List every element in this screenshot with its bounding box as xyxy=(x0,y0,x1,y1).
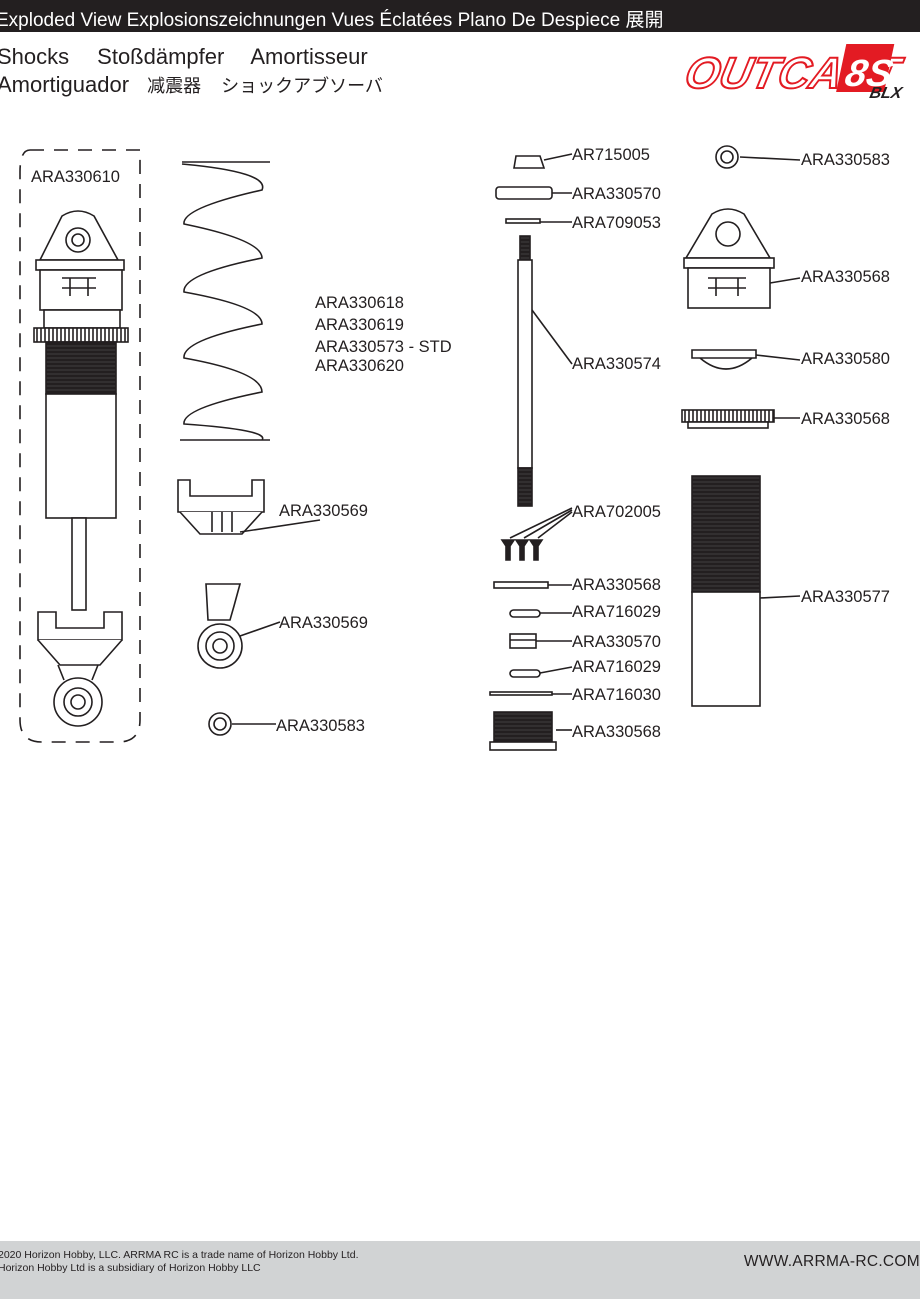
piston-plate xyxy=(493,581,549,589)
exploded-diagram xyxy=(19,145,801,751)
subtitle-fr: Amortisseur xyxy=(250,44,368,69)
label-bladder: ARA330580 xyxy=(801,350,890,368)
label-nut: AR715005 xyxy=(572,146,650,164)
label-spacer-mid: ARA330570 xyxy=(572,633,661,651)
label-oring-1: ARA716029 xyxy=(572,603,661,621)
subtitle-en: Shocks xyxy=(0,44,70,69)
label-collar: ARA330568 xyxy=(801,410,890,428)
spacer-mid xyxy=(509,633,537,649)
subtitle-row-1: Shocks Stoßdämpfer Amortisseur xyxy=(0,44,368,70)
label-screws: ARA702005 xyxy=(572,503,661,521)
subtitle-es: Amortiguador xyxy=(0,72,130,97)
bottom-cap xyxy=(489,711,557,751)
label-spring-cup: ARA330569 xyxy=(279,502,368,520)
copyright: 2020 Horizon Hobby, LLC. ARRMA RC is a t… xyxy=(0,1249,358,1275)
subtitle-de: Stoßdämpfer xyxy=(97,44,225,69)
bushing-left xyxy=(208,712,232,736)
screws xyxy=(500,539,544,561)
label-washer-top: ARA709053 xyxy=(572,214,661,232)
label-washer-bottom: ARA716030 xyxy=(572,686,661,704)
label-spacer-top: ARA330570 xyxy=(572,185,661,203)
spacer-top xyxy=(495,186,553,200)
shock-body xyxy=(691,475,761,707)
label-bottom-cap: ARA330568 xyxy=(572,723,661,741)
logo-variant: 8S xyxy=(841,52,897,95)
copyright-line-1: 2020 Horizon Hobby, LLC. ARRMA RC is a t… xyxy=(0,1249,359,1261)
label-shaft: ARA330574 xyxy=(572,355,661,373)
header-bar: Exploded View Explosionszeichnungen Vues… xyxy=(0,0,920,32)
label-spring-3: ARA330573 - STD xyxy=(315,338,452,356)
washer-bottom xyxy=(489,691,553,696)
shock-assembly-full xyxy=(33,210,129,727)
page-title: Exploded View Explosionszeichnungen Vues… xyxy=(0,10,664,31)
label-spring-2: ARA330619 xyxy=(315,316,404,334)
shaft xyxy=(517,235,533,507)
spring xyxy=(180,161,270,441)
subtitle-row-2: Amortiguador 减震器ショックアブソーバ xyxy=(0,72,383,98)
nut xyxy=(513,155,546,169)
website-link[interactable]: WWW.ARRMA-RC.COM xyxy=(743,1253,920,1270)
footer: 2020 Horizon Hobby, LLC. ARRMA RC is a t… xyxy=(0,1241,920,1299)
label-spring-4: ARA330620 xyxy=(315,357,404,375)
logo-suffix: BLX xyxy=(868,84,905,102)
subtitle-zh: 减震器 xyxy=(147,76,202,96)
bushing-right xyxy=(715,145,739,169)
bladder xyxy=(691,349,757,370)
label-left-assembly: ARA330610 xyxy=(31,168,120,186)
subtitle-ja: ショックアブソーバ xyxy=(221,76,383,96)
label-top-cap: ARA330568 xyxy=(801,268,890,286)
rod-end xyxy=(197,583,243,669)
collar xyxy=(681,409,775,423)
label-bushing-right: ARA330583 xyxy=(801,151,890,169)
label-bushing-left: ARA330583 xyxy=(276,717,365,735)
label-oring-2: ARA716029 xyxy=(572,658,661,676)
outcast-logo: OUTCAST 8S BLX xyxy=(680,44,909,102)
oring-1 xyxy=(509,609,541,618)
label-rod-end: ARA330569 xyxy=(279,614,368,632)
oring-2 xyxy=(509,669,541,678)
top-cap xyxy=(683,208,775,309)
label-body: ARA330577 xyxy=(801,588,890,606)
washer-top xyxy=(505,218,541,224)
label-spring-1: ARA330618 xyxy=(315,294,404,312)
copyright-line-2: Horizon Hobby Ltd is a subsidiary of Hor… xyxy=(0,1262,261,1274)
spring-cup xyxy=(177,479,265,535)
label-piston-plate: ARA330568 xyxy=(572,576,661,594)
